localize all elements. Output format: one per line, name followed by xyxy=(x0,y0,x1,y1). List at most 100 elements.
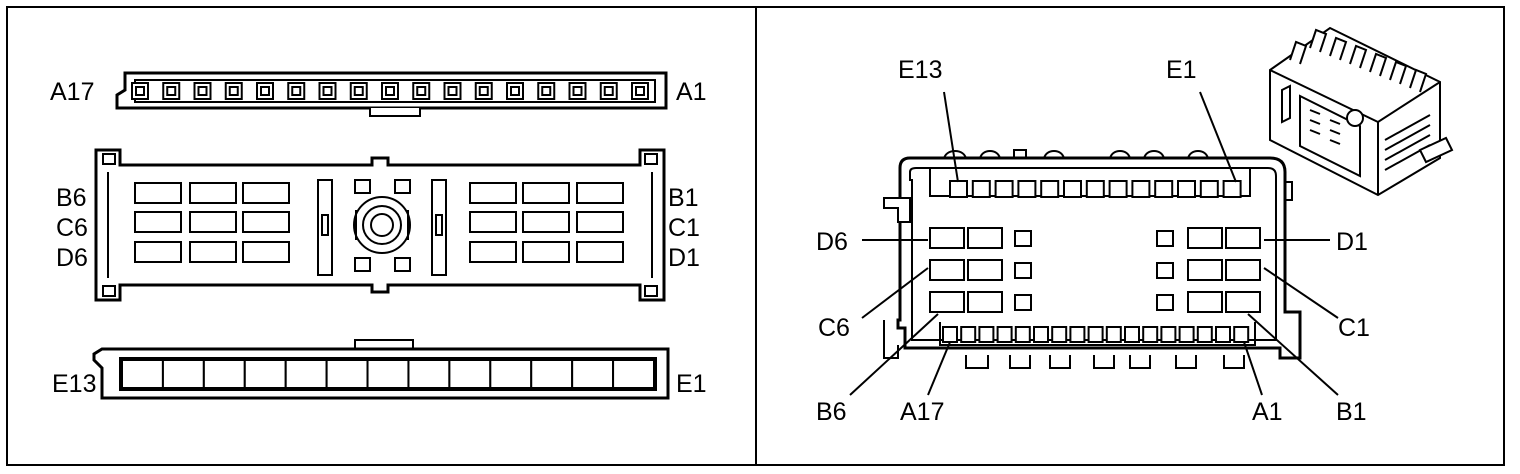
terminal-pin xyxy=(416,86,427,96)
cavity-small xyxy=(1156,230,1174,247)
bottom-pin xyxy=(942,326,958,343)
terminal-pin xyxy=(135,86,145,96)
cavity-large xyxy=(1225,259,1261,281)
bottom-row-frame xyxy=(939,322,1256,346)
top-pin xyxy=(1222,180,1242,198)
face-cavity xyxy=(242,241,290,263)
face-label-a17: A17 xyxy=(900,398,944,426)
face-cavity xyxy=(242,211,290,233)
row-e-cell xyxy=(325,359,369,389)
center-jack xyxy=(353,179,411,272)
top-pin xyxy=(1108,180,1128,198)
terminal-pin xyxy=(260,86,270,96)
row-e-cell xyxy=(571,359,615,389)
top-pin xyxy=(1017,180,1037,198)
terminal-pin xyxy=(510,86,520,96)
face-cavity xyxy=(469,211,517,233)
row-e-right-label: E1 xyxy=(676,370,707,398)
face-label-c6: C6 xyxy=(818,314,850,342)
cavity-large xyxy=(1187,227,1223,249)
face-label-d6: D6 xyxy=(816,228,848,256)
row-a-left-label: A17 xyxy=(50,78,94,106)
face-label-d1: D1 xyxy=(668,244,700,272)
bottom-pin xyxy=(1087,326,1104,343)
row-e-cell xyxy=(489,359,533,389)
cavity-large xyxy=(1225,291,1261,313)
row-e-cell xyxy=(366,359,410,389)
face-label-d1: D1 xyxy=(1336,228,1368,256)
face-corner-tab xyxy=(102,285,116,297)
terminal-pin xyxy=(541,86,552,96)
terminal-pin xyxy=(385,86,395,96)
top-pin xyxy=(994,180,1014,198)
terminal-pin xyxy=(322,86,333,96)
cavity-large xyxy=(967,259,1003,281)
face-cavity xyxy=(522,241,570,263)
bottom-pin xyxy=(1233,326,1250,343)
top-pin xyxy=(1177,180,1196,198)
bottom-pin xyxy=(996,326,1013,343)
housing-inner xyxy=(909,167,1277,341)
terminal-pin xyxy=(197,86,208,96)
row-e-cell xyxy=(448,359,492,389)
row-a-terminals xyxy=(131,82,649,100)
face-label-b1: B1 xyxy=(1336,398,1367,426)
row-e-cell xyxy=(202,359,246,389)
face-corner-tab xyxy=(102,153,116,165)
top-pin xyxy=(1131,180,1151,198)
cavity-large xyxy=(929,227,965,249)
row-e-cell xyxy=(243,359,287,389)
face-cavity xyxy=(134,182,182,204)
face-cavity xyxy=(469,182,517,204)
row-e-cell xyxy=(612,359,655,389)
face-cavities xyxy=(134,182,624,263)
face-cavity xyxy=(522,211,570,233)
face-cavity xyxy=(576,241,624,263)
bottom-pin xyxy=(1142,326,1159,343)
terminal-pin xyxy=(166,86,177,96)
terminal-pin xyxy=(478,86,489,96)
row-e-latch xyxy=(354,339,414,349)
row-e-left-label: E13 xyxy=(52,370,96,398)
bottom-pin xyxy=(1124,326,1140,343)
face-cavity xyxy=(522,182,570,204)
row-e-cell xyxy=(530,359,574,389)
bottom-pin xyxy=(978,326,995,343)
bottom-pin xyxy=(1069,326,1086,343)
face-cavity xyxy=(189,241,237,263)
bottom-pin xyxy=(1196,326,1213,343)
terminal-pin xyxy=(603,86,614,96)
guide-slot-left-key xyxy=(321,214,329,236)
housing-nubs xyxy=(943,149,1245,369)
left-panel: A17 A1 xyxy=(50,71,707,400)
cavity-large xyxy=(929,291,965,313)
row-e-cells xyxy=(121,359,655,389)
face-right-labels: B1 C1 D1 xyxy=(668,184,700,272)
bottom-pin xyxy=(960,326,977,343)
top-pin xyxy=(1199,180,1219,198)
connector-face: B6 C6 D6 B1 C1 D1 xyxy=(56,148,700,302)
top-pin xyxy=(949,180,968,198)
top-pin-row xyxy=(949,180,1242,198)
face-cavity xyxy=(134,211,182,233)
right-panel: E13 E1 D6 C6 D1 C1 B6 A17 A1 B1 xyxy=(816,26,1454,426)
bottom-pin xyxy=(1105,326,1122,343)
bottom-pin xyxy=(1051,326,1068,343)
face-cavity xyxy=(189,182,237,204)
row-e-cell xyxy=(161,359,205,389)
housing-left-ear xyxy=(883,197,911,223)
face-label-e13: E13 xyxy=(898,56,942,84)
top-pin xyxy=(1154,180,1174,198)
face-cavity xyxy=(576,211,624,233)
face-cavity xyxy=(242,182,290,204)
row-a-latch xyxy=(369,108,421,117)
housing-right-notch xyxy=(1285,181,1293,201)
face-cavity xyxy=(576,182,624,204)
face-label-b1: B1 xyxy=(668,184,699,212)
face-label-c1: C1 xyxy=(668,214,700,242)
row-a-right-label: A1 xyxy=(676,78,707,106)
bottom-pin xyxy=(1215,326,1231,343)
row-e-strip: E13 E1 xyxy=(52,339,707,400)
leader-lines xyxy=(849,91,1339,396)
